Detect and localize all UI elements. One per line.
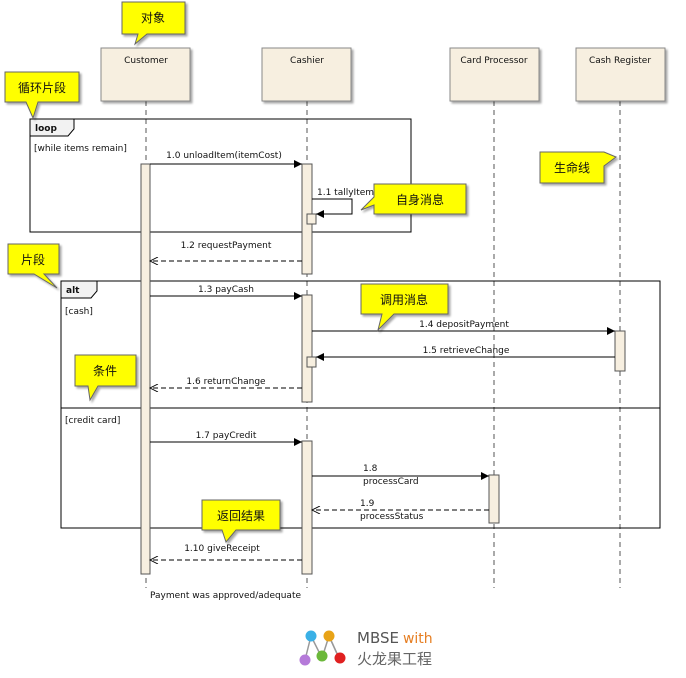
callout-lifeline-text: 生命线 <box>554 160 590 175</box>
message-1-1-label: 1.1 tallyItem <box>317 188 374 198</box>
message-1-9-name: processStatus <box>360 512 424 522</box>
lifeline-card-processor-label: Card Processor <box>460 56 528 66</box>
message-1-2-label: 1.2 requestPayment <box>181 241 272 251</box>
lifeline-cashier-label: Cashier <box>290 56 324 66</box>
activation-cashier-3 <box>301 440 313 575</box>
logo-subtitle: 火龙果工程 <box>357 650 432 668</box>
activation-cashier-2-self <box>306 356 317 368</box>
message-1-4[interactable]: 1.4 depositPayment <box>312 320 615 335</box>
message-1-7-label: 1.7 payCredit <box>196 431 257 441</box>
callout-fragment-text: 片段 <box>21 252 45 267</box>
message-1-10[interactable]: 1.10 giveReceipt <box>150 544 302 560</box>
message-1-3-label: 1.3 payCash <box>198 285 254 295</box>
logo-network-icon <box>299 630 346 666</box>
message-1-8[interactable]: 1.8 processCard <box>312 464 489 487</box>
message-1-0[interactable]: 1.0 unloadItem(itemCost) <box>150 151 302 168</box>
message-1-8-name: processCard <box>363 477 419 487</box>
message-1-9-number: 1.9 <box>360 499 375 509</box>
activations <box>140 163 626 575</box>
callout-return-result: 返回结果 <box>201 499 281 544</box>
activation-card-processor <box>488 474 500 524</box>
callout-call-message-text: 调用消息 <box>380 292 428 307</box>
lifeline-cashier[interactable]: Cashier <box>261 47 352 102</box>
lifeline-customer-label: Customer <box>124 56 168 66</box>
lifeline-card-processor[interactable]: Card Processor <box>449 47 540 102</box>
message-1-4-label: 1.4 depositPayment <box>419 320 509 330</box>
message-1-2[interactable]: 1.2 requestPayment <box>150 241 302 261</box>
activation-cashier-2 <box>301 294 313 403</box>
lifeline-cash-register-label: Cash Register <box>589 56 651 66</box>
callout-condition: 条件 <box>74 354 137 402</box>
loop-fragment[interactable]: loop [while items remain] <box>29 118 412 233</box>
message-1-9[interactable]: 1.9 processStatus <box>312 499 489 522</box>
message-1-8-number: 1.8 <box>363 464 378 474</box>
alt-fragment[interactable]: alt [cash] [credit card] <box>60 280 661 529</box>
callout-call-message: 调用消息 <box>360 283 449 332</box>
message-1-10-label: 1.10 giveReceipt <box>184 544 260 554</box>
lifeline-customer[interactable]: Customer <box>100 47 191 102</box>
callout-condition-text: 条件 <box>93 364 117 378</box>
payment-note: Payment was approved/adequate <box>150 591 301 601</box>
lifeline-cash-register[interactable]: Cash Register <box>575 47 666 102</box>
message-1-1[interactable]: 1.1 tallyItem <box>312 188 374 218</box>
loop-guard: [while items remain] <box>34 144 127 154</box>
callout-lifeline: 生命线 <box>539 151 617 184</box>
message-1-7[interactable]: 1.7 payCredit <box>150 431 302 446</box>
alt-guard-cash: [cash] <box>65 307 93 317</box>
message-1-3[interactable]: 1.3 payCash <box>150 285 302 300</box>
activation-customer <box>140 163 151 575</box>
activation-cashier-self <box>306 213 317 225</box>
logo-with: with <box>403 631 433 647</box>
callout-loop-fragment: 循环片段 <box>4 71 80 120</box>
alt-keyword: alt <box>66 286 80 296</box>
callout-object-text: 对象 <box>141 11 165 25</box>
message-1-6[interactable]: 1.6 returnChange <box>150 377 302 388</box>
message-1-5-label: 1.5 retrieveChange <box>423 346 510 356</box>
loop-keyword: loop <box>35 124 57 134</box>
callout-self-message-text: 自身消息 <box>396 192 444 207</box>
message-1-0-label: 1.0 unloadItem(itemCost) <box>166 151 282 161</box>
callout-object: 对象 <box>121 1 186 46</box>
callout-self-message: 自身消息 <box>360 183 467 215</box>
callout-return-result-text: 返回结果 <box>217 509 265 523</box>
message-1-5[interactable]: 1.5 retrieveChange <box>316 346 615 361</box>
activation-cash-register <box>614 330 626 372</box>
logo-brand: MBSE <box>357 629 399 647</box>
message-1-6-label: 1.6 returnChange <box>186 377 266 387</box>
callout-fragment: 片段 <box>7 243 60 289</box>
alt-guard-credit: [credit card] <box>65 416 120 426</box>
callout-loop-fragment-text: 循环片段 <box>18 80 66 95</box>
